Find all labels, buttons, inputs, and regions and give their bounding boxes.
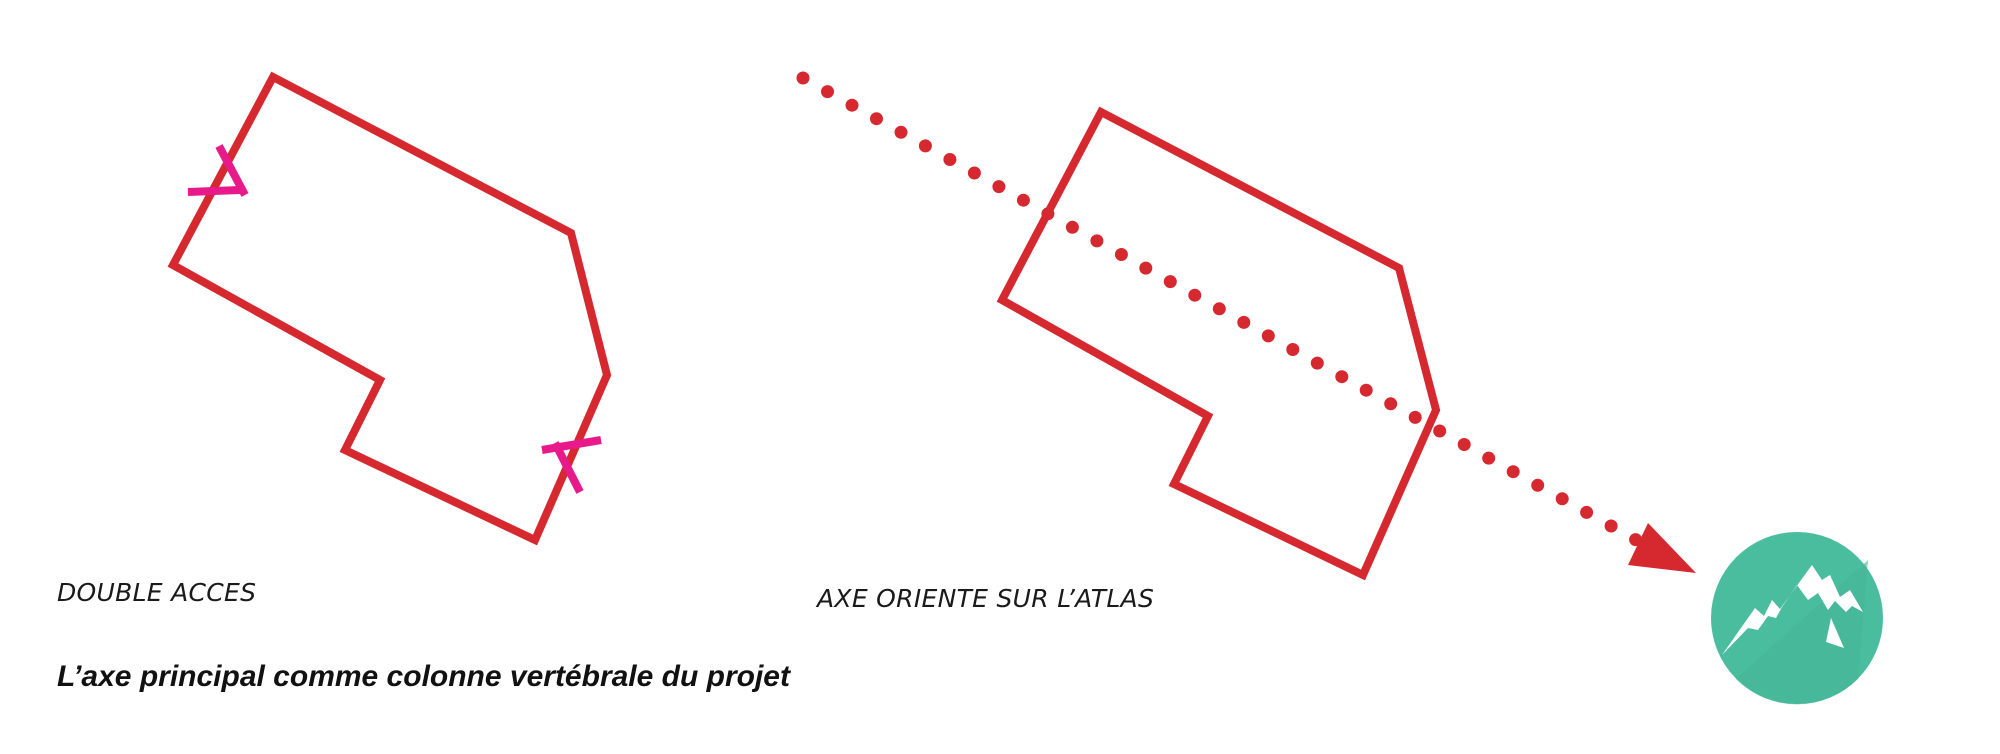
axis-dot	[894, 125, 908, 139]
axis-dot	[1335, 370, 1349, 384]
axis-dot	[821, 85, 834, 99]
axis-dot	[1016, 193, 1030, 207]
axis-dot	[1237, 315, 1251, 329]
axis-dot	[796, 71, 810, 85]
axis-dot	[1041, 207, 1055, 221]
axis-dot	[1114, 248, 1128, 261]
arrowhead-icon	[1628, 523, 1696, 573]
axis-dot	[870, 112, 883, 126]
mountain-icon	[1711, 532, 1883, 705]
axis-dot	[1457, 438, 1471, 451]
axis-dot	[1531, 478, 1545, 492]
axis-dot	[1139, 261, 1153, 275]
axis-dot	[1212, 302, 1226, 316]
axis-dotted-line	[796, 71, 1643, 547]
axis-dot	[1604, 519, 1618, 533]
axis-dot	[1090, 234, 1104, 248]
axis-dot	[1065, 220, 1079, 234]
axis-dot	[1359, 383, 1373, 397]
axis-dot	[1163, 275, 1177, 289]
axis-dot	[1433, 424, 1447, 438]
label-axe-oriente: AXE ORIENTE SUR L’ATLAS	[817, 584, 1155, 613]
axis-dot	[943, 153, 957, 166]
building-outline-left	[167, 71, 612, 546]
axis-dot	[1384, 397, 1398, 411]
axis-dot	[1188, 288, 1202, 302]
axis-dot	[1580, 505, 1594, 519]
axis-dot	[918, 139, 932, 153]
axis-dot	[1310, 356, 1324, 370]
axis-dot	[967, 166, 981, 180]
axis-dot	[1261, 329, 1275, 343]
label-double-acces: DOUBLE ACCES	[57, 578, 257, 607]
axis-dot	[1286, 343, 1300, 356]
axis-dot	[992, 180, 1006, 194]
building-outline-right	[996, 106, 1441, 581]
axis-dot	[1506, 465, 1520, 479]
axis-dot	[845, 98, 859, 112]
axis-dot	[1555, 492, 1569, 506]
axis-dot	[1482, 451, 1496, 465]
main-caption: L’axe principal comme colonne vertébrale…	[57, 660, 790, 693]
access-mark-top	[187, 144, 249, 197]
axis-dot	[1408, 410, 1422, 424]
access-mark-bottom	[541, 436, 602, 494]
